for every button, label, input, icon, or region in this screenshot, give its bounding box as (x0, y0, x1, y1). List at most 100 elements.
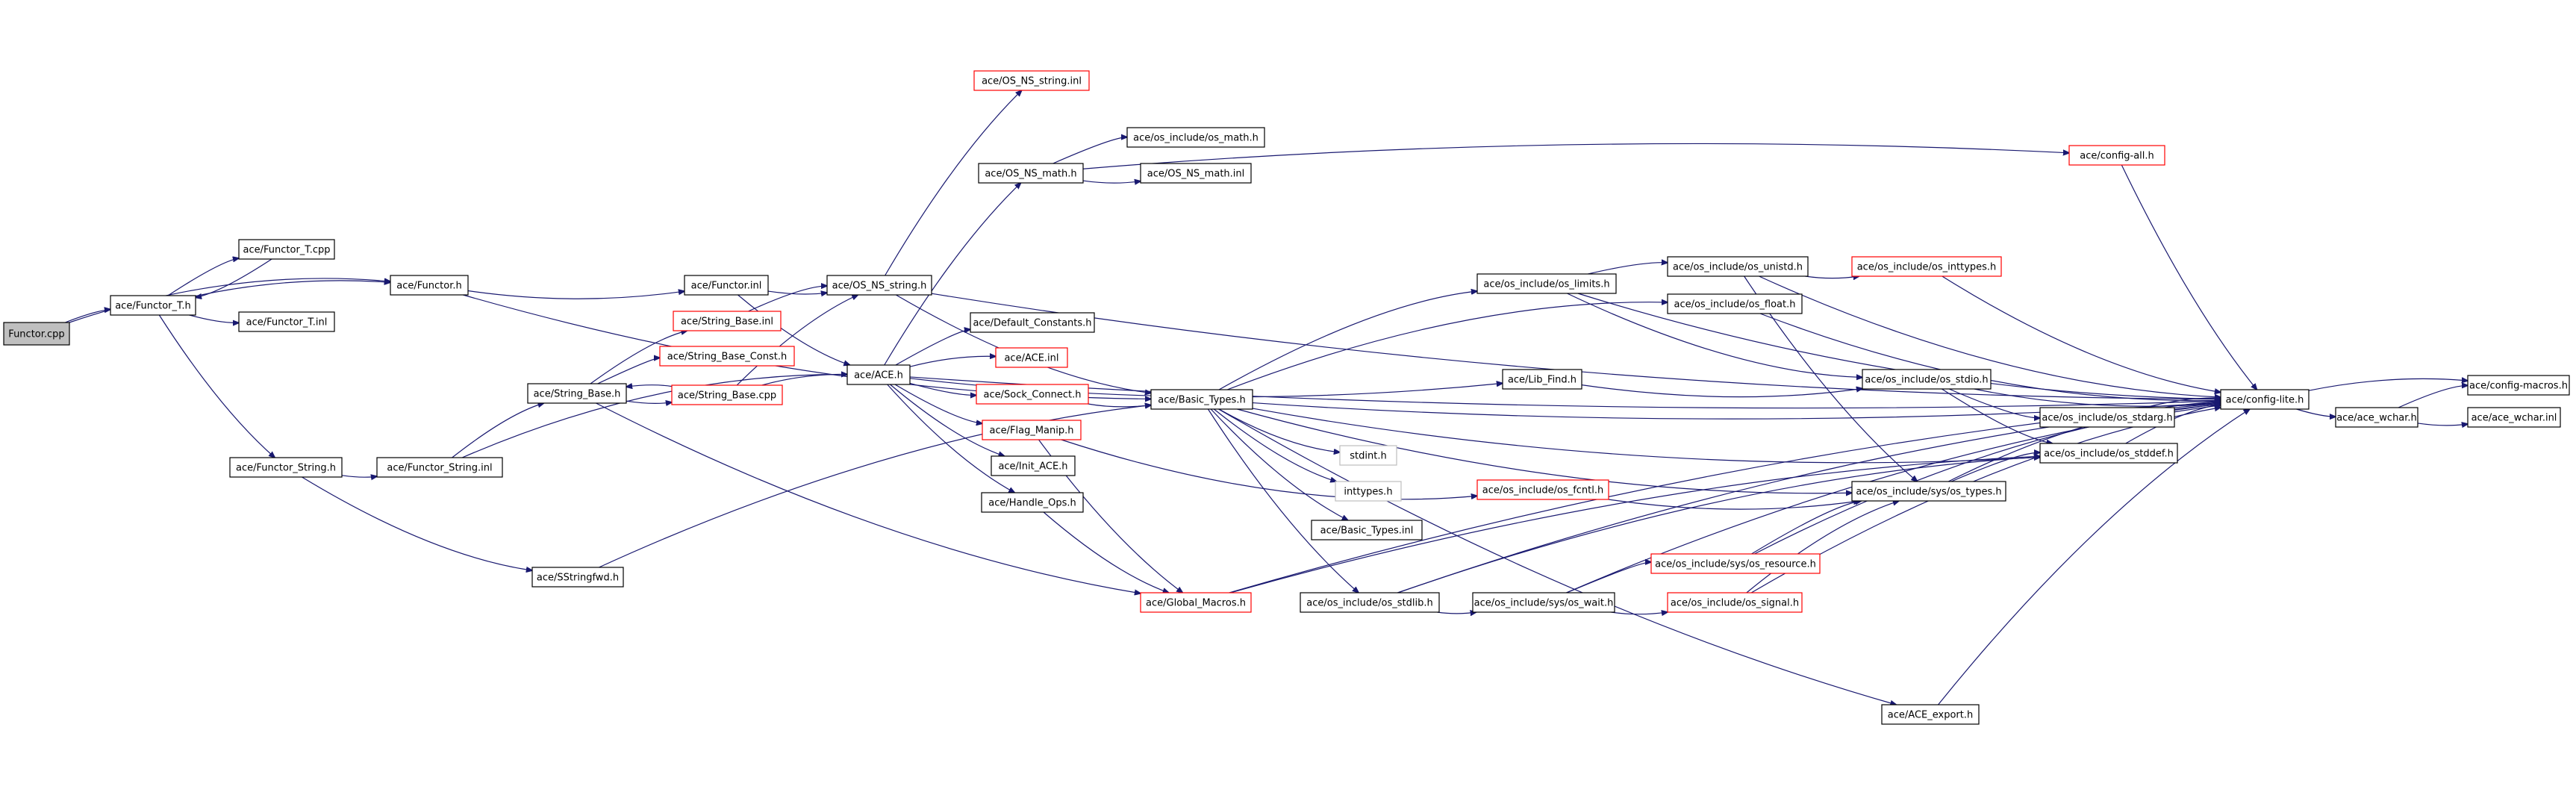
node-os-math-h[interactable]: ace/os_include/os_math.h (1126, 127, 1265, 148)
node-os-ns-math-h[interactable]: ace/OS_NS_math.h (978, 163, 1084, 184)
edge-os_stdarg_h-to-config_lite_h (2145, 398, 2221, 408)
edge-functor_cpp-to-functor_t_h (65, 309, 110, 323)
edge-ace_wchar_h-to-config_macros_h (2398, 385, 2468, 408)
node-os-unistd-h[interactable]: ace/os_include/os_unistd.h (1667, 256, 1809, 277)
edge-sys_os_resource_h-to-sys_os_types_h (1751, 501, 1861, 555)
node-functor-h[interactable]: ace/Functor.h (390, 275, 469, 296)
node-label: ace/os_include/os_float.h (1674, 299, 1795, 311)
node-box (390, 275, 469, 296)
node-box (376, 457, 503, 478)
node-os-ns-string-inl[interactable]: ace/OS_NS_string.inl (973, 70, 1090, 91)
node-box (1311, 520, 1423, 540)
node-default-constants-h[interactable]: ace/Default_Constants.h (970, 312, 1095, 333)
edge-lib_find_h-to-os_stdio_h (1581, 384, 1862, 398)
node-os-inttypes-h[interactable]: ace/os_include/os_inttypes.h (1851, 256, 2002, 277)
node-os-float-h[interactable]: ace/os_include/os_float.h (1667, 293, 1803, 314)
edge-basic_types_h-to-sys_os_types_h (1237, 408, 1852, 493)
edge-sock_connect_h-to-basic_types_h (1088, 404, 1151, 407)
node-box (531, 567, 624, 588)
node-label: ace/ACE_export.h (1888, 710, 1973, 721)
node-os-limits-h[interactable]: ace/os_include/os_limits.h (1476, 273, 1617, 294)
node-box (1881, 704, 1980, 725)
node-config-lite-h[interactable]: ace/config-lite.h (2220, 389, 2310, 410)
node-box (1650, 553, 1821, 574)
node-label: ace/os_include/sys/os_types.h (1856, 487, 2001, 498)
node-ace-wchar-inl[interactable]: ace/ace_wchar.inl (2467, 407, 2561, 428)
node-ace-wchar-h[interactable]: ace/ace_wchar.h (2335, 407, 2418, 428)
node-box (1851, 481, 2006, 502)
node-os-ns-math-inl[interactable]: ace/OS_NS_math.inl (1140, 163, 1252, 184)
edge-ace_h-to-handle_ops_h (887, 384, 1015, 493)
node-sstringfwd-h[interactable]: ace/SStringfwd.h (531, 567, 624, 588)
node-functor-t-inl[interactable]: ace/Functor_T.inl (238, 311, 335, 332)
edge-basic_types_h-to-stdint_h (1218, 408, 1340, 452)
node-box (684, 275, 769, 296)
node-box (110, 295, 196, 316)
edge-sys_os_types_h-to-os_stddef_h (1950, 452, 2040, 482)
node-functor-string-h[interactable]: ace/Functor_String.h (229, 457, 343, 478)
node-label: ace/Lib_Find.h (1508, 375, 1577, 386)
node-string-base-const-h[interactable]: ace/String_Base_Const.h (659, 346, 795, 367)
edge-os_unistd_h-to-os_inttypes_h (1805, 276, 1859, 278)
node-global-macros-h[interactable]: ace/Global_Macros.h (1140, 592, 1252, 613)
node-os-stdarg-h[interactable]: ace/os_include/os_stdarg.h (2039, 407, 2175, 428)
node-sys-os-types-h[interactable]: ace/os_include/sys/os_types.h (1851, 481, 2006, 502)
node-os-ns-string-h[interactable]: ace/OS_NS_string.h (826, 275, 932, 296)
node-flag-manip-h[interactable]: ace/Flag_Manip.h (982, 420, 1082, 440)
node-os-signal-h[interactable]: ace/os_include/os_signal.h (1667, 592, 1803, 613)
node-lib-find-h[interactable]: ace/Lib_Find.h (1502, 369, 1582, 390)
node-label: ace/String_Base_Const.h (667, 352, 787, 363)
node-os-stdlib-h[interactable]: ace/os_include/os_stdlib.h (1300, 592, 1440, 613)
node-sock-connect-h[interactable]: ace/Sock_Connect.h (976, 384, 1089, 405)
node-ace-h[interactable]: ace/ACE.h (846, 364, 911, 385)
edge-basic_types_h-to-basic_types_inl (1210, 408, 1348, 520)
node-functor-t-h[interactable]: ace/Functor_T.h (110, 295, 196, 316)
node-sys-os-resource-h[interactable]: ace/os_include/sys/os_resource.h (1650, 553, 1821, 574)
node-functor-inl[interactable]: ace/Functor.inl (684, 275, 769, 296)
node-label: ace/Functor.h (396, 281, 461, 292)
node-config-macros-h[interactable]: ace/config-macros.h (2467, 375, 2570, 396)
edge-string_base_h-to-string_base_inl (590, 331, 687, 384)
node-string-base-inl[interactable]: ace/String_Base.inl (673, 311, 782, 331)
node-string-base-cpp[interactable]: ace/String_Base.cpp (671, 384, 783, 405)
node-box (1335, 481, 1402, 502)
node-box (1472, 592, 1615, 613)
node-os-fcntl-h[interactable]: ace/os_include/os_fcntl.h (1476, 479, 1609, 500)
node-basic-types-inl[interactable]: ace/Basic_Types.inl (1311, 520, 1423, 540)
node-box (1862, 369, 1992, 390)
node-functor-t-cpp[interactable]: ace/Functor_T.cpp (238, 239, 335, 260)
node-sys-os-wait-h[interactable]: ace/os_include/sys/os_wait.h (1472, 592, 1615, 613)
node-functor-string-inl[interactable]: ace/Functor_String.inl (376, 457, 503, 478)
node-label: ace/Functor.inl (691, 281, 762, 292)
node-config-all-h[interactable]: ace/config-all.h (2068, 145, 2165, 166)
node-label: ace/Handle_Ops.h (988, 498, 1076, 509)
node-box (846, 364, 911, 385)
node-label: ace/OS_NS_math.h (985, 169, 1076, 180)
edge-string_base_cpp-to-os_ns_string_h (736, 295, 858, 386)
node-functor-cpp[interactable]: Functor.cpp (3, 322, 70, 346)
edge-os_inttypes_h-to-config_lite_h (1942, 275, 2221, 393)
node-string-base-h[interactable]: ace/String_Base.h (527, 383, 627, 404)
node-os-stdio-h[interactable]: ace/os_include/os_stdio.h (1862, 369, 1992, 390)
edge-os_limits_h-to-os_stdio_h (1567, 293, 1862, 378)
node-init-ace-h[interactable]: ace/Init_ACE.h (991, 455, 1076, 476)
edge-ace_h-to-ace_inl (909, 356, 996, 367)
node-os-stddef-h[interactable]: ace/os_include/os_stddef.h (2039, 443, 2178, 464)
node-label: Functor.cpp (8, 329, 64, 340)
node-basic-types-h[interactable]: ace/Basic_Types.h (1150, 389, 1253, 410)
node-label: ace/os_include/os_math.h (1133, 133, 1259, 144)
node-label: ace/os_include/os_fcntl.h (1482, 485, 1603, 496)
edge-functor_string_inl-to-string_base_h (452, 403, 544, 458)
edge-os_ns_string_h-to-os_ns_string_inl (885, 90, 1022, 276)
edge-sys_os_wait_h-to-os_signal_h (1611, 612, 1668, 614)
node-box (1476, 479, 1609, 500)
edge-string_base_h-to-global_macros_h (596, 402, 1141, 593)
node-ace-inl[interactable]: ace/ACE.inl (995, 347, 1068, 368)
node-box (1126, 127, 1265, 148)
node-handle-ops-h[interactable]: ace/Handle_Ops.h (981, 492, 1084, 513)
node-label: ace/os_include/os_limits.h (1483, 279, 1609, 290)
edge-functor_inl-to-ace_h (737, 294, 849, 365)
node-box (229, 457, 343, 478)
node-ace-export-h[interactable]: ace/ACE_export.h (1881, 704, 1980, 725)
edge-ace_h-to-config_lite_h (909, 376, 2221, 409)
